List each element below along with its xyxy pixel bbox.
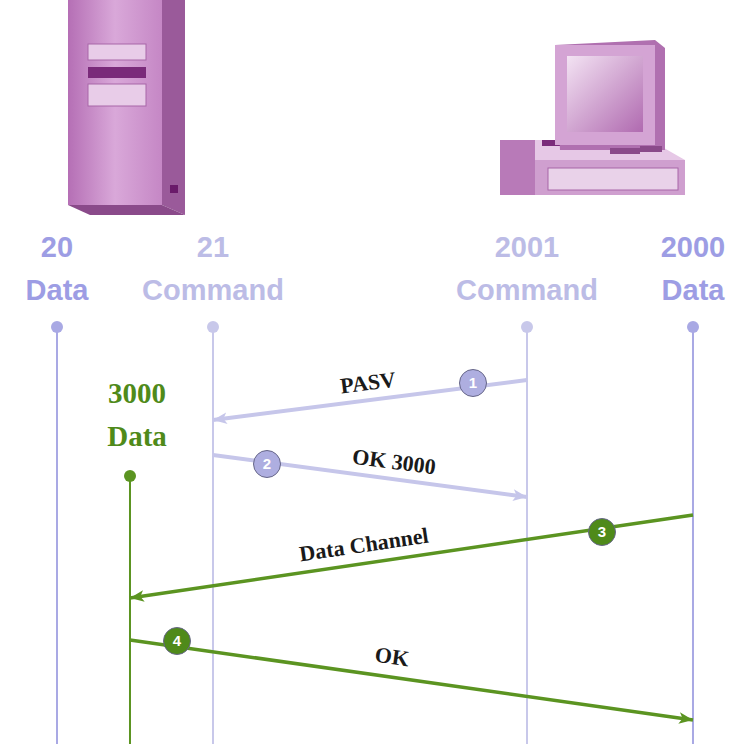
message-label: Data Channel <box>295 524 433 568</box>
computer-icon <box>500 40 685 195</box>
callout-number: 4 <box>163 627 191 655</box>
callout-number: 1 <box>459 369 487 397</box>
message-arrow <box>130 640 693 720</box>
port-header: 2001 Command <box>456 226 598 312</box>
port-label: 3000 Data <box>107 372 167 458</box>
lifeline <box>56 327 58 744</box>
port-header: 3000 Data <box>107 372 167 458</box>
message-label: OK <box>370 642 413 671</box>
lifeline-dot <box>207 321 219 333</box>
lifeline <box>526 327 528 744</box>
messages <box>130 380 693 720</box>
lifeline-dot <box>687 321 699 333</box>
lifeline <box>129 476 131 744</box>
lifeline <box>212 327 214 744</box>
callout-number: 3 <box>588 518 616 546</box>
port-header: 2000 Data <box>661 226 726 312</box>
lifelines <box>51 321 699 744</box>
port-header: 21 Command <box>142 226 284 312</box>
lifeline <box>692 327 694 744</box>
port-header: 20 Data <box>26 226 89 312</box>
port-label: 2001 Command <box>456 226 598 312</box>
port-label: 2000 Data <box>661 226 726 312</box>
lifeline-dot <box>124 470 136 482</box>
message-label: PASV <box>336 367 400 399</box>
lifeline-dot <box>521 321 533 333</box>
callout-number: 2 <box>253 450 281 478</box>
lifeline-dot <box>51 321 63 333</box>
message-arrow <box>130 515 693 598</box>
server-icon <box>68 0 185 215</box>
port-label: 21 Command <box>142 226 284 312</box>
port-label: 20 Data <box>26 226 89 312</box>
